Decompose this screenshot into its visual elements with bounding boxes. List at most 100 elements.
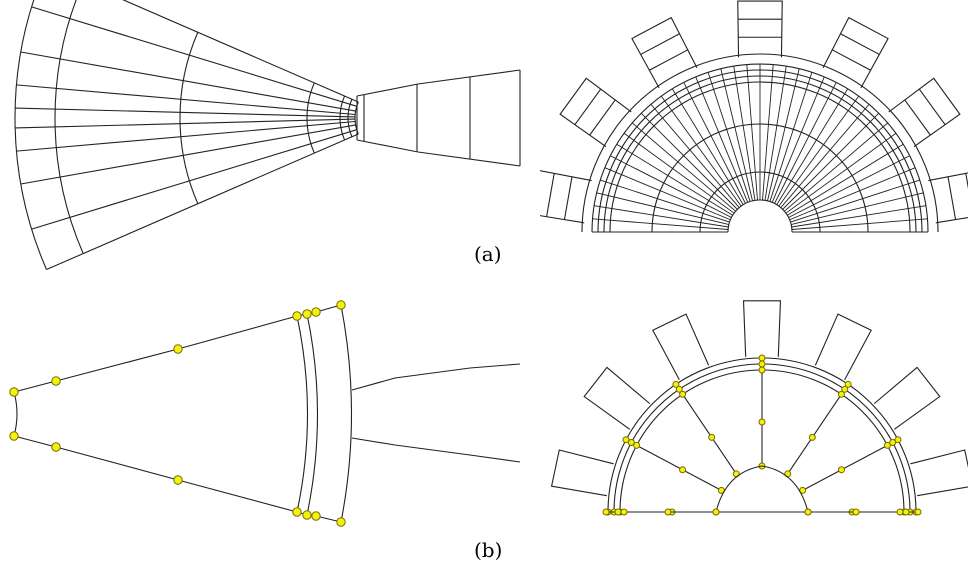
- blade-outline: [928, 172, 968, 224]
- block-vertex-node: [664, 508, 672, 516]
- blade-outline: [559, 77, 632, 148]
- ring-grid-arc: [581, 53, 939, 233]
- blade-outline: [822, 16, 889, 89]
- spoke-grid-line: [774, 82, 837, 204]
- blade-outline: [550, 449, 614, 497]
- blade-grid-line: [947, 176, 957, 221]
- spoke-grid-line: [695, 76, 749, 203]
- block-vertex-node: [896, 508, 904, 516]
- block-vertex-node: [914, 508, 922, 516]
- block-vertex-node: [758, 360, 766, 368]
- radial-grid-line: [20, 124, 356, 185]
- spoke-grid-line: [789, 167, 916, 221]
- block-vertex-node: [9, 387, 19, 397]
- blade-outline: [814, 313, 872, 380]
- block-vertex-node: [675, 385, 683, 393]
- blade-outline: [873, 366, 941, 430]
- spoke-grid-line: [600, 179, 730, 223]
- spoke-grid-line: [746, 64, 758, 201]
- circumferential-grid-arc: [54, 0, 84, 254]
- radial-grid-line: [16, 84, 356, 116]
- block-vertex-node: [51, 442, 61, 452]
- spoke-grid-line: [780, 103, 870, 208]
- panel-b-left-blocks: [9, 300, 521, 527]
- circumferential-grid-arc: [306, 82, 315, 154]
- blade-outline: [742, 300, 782, 357]
- spoke-grid-line: [771, 76, 825, 203]
- block-vertex-node: [841, 385, 849, 393]
- spoke-grid-line: [791, 205, 927, 228]
- radial-grid-line: [16, 120, 356, 152]
- spoke-grid-line: [640, 112, 738, 210]
- sector-arc-3: [340, 304, 353, 523]
- spoke-grid-line: [769, 72, 813, 202]
- spoke-grid-line: [785, 132, 897, 214]
- spoke-grid-line: [592, 218, 729, 230]
- spoke-grid-line: [791, 218, 928, 230]
- panel-a-left-mesh: [14, 0, 521, 271]
- spoke-grid-line: [782, 112, 880, 210]
- radial-grid-line: [20, 51, 356, 112]
- block-vertex-node: [302, 510, 312, 520]
- radial-grid-line: [15, 118, 356, 129]
- blade-outline: [910, 449, 968, 497]
- block-vertex-node: [758, 354, 766, 362]
- blade-grid-line: [545, 172, 555, 218]
- outlet-upper-wall: [356, 69, 521, 97]
- block-vertex-node: [627, 439, 635, 447]
- spoke-grid-line: [788, 155, 910, 218]
- block-vertex-node: [804, 508, 812, 516]
- block-vertex-node: [894, 436, 902, 444]
- sector-arc-1: [296, 315, 309, 513]
- radial-grid-line: [31, 6, 357, 107]
- block-vertex-node: [808, 433, 816, 441]
- block-vertex-node: [844, 380, 852, 388]
- ring-grid-arc: [727, 199, 793, 233]
- spoke-block-line: [675, 384, 737, 475]
- spoke-grid-line: [683, 82, 746, 204]
- spoke-grid-line: [787, 143, 904, 216]
- blade-outline: [888, 77, 961, 148]
- spoke-grid-line: [650, 103, 740, 208]
- radial-grid-line: [46, 133, 359, 271]
- blade-outline: [631, 16, 698, 89]
- block-vertex-node: [311, 307, 321, 317]
- spoke-grid-line: [604, 167, 731, 221]
- block-vertex-node: [837, 390, 845, 398]
- spoke-grid-line: [791, 192, 924, 225]
- spoke-grid-line: [778, 95, 860, 207]
- spoke-grid-line: [593, 205, 729, 228]
- spoke-grid-line: [660, 95, 742, 207]
- block-vertex-node: [758, 366, 766, 374]
- block-vertex-node: [602, 508, 610, 516]
- block-vertex-node: [712, 508, 720, 516]
- panel-b-right-blocks: [550, 300, 968, 516]
- caption-a: (a): [474, 242, 502, 266]
- block-vertex-node: [679, 466, 687, 474]
- spoke-block-line: [625, 439, 722, 491]
- circumferential-grid-arc: [14, 0, 48, 270]
- blade-grid-line: [640, 33, 681, 56]
- spoke-block-line: [802, 439, 899, 491]
- blade-grid-line: [574, 88, 602, 126]
- sector-arc-2: [306, 313, 319, 516]
- blade-grid-line: [831, 49, 872, 71]
- blade-outline: [583, 366, 651, 430]
- block-vertex-node: [889, 439, 897, 447]
- blade-outline: [540, 170, 592, 224]
- spoke-grid-line: [631, 122, 736, 212]
- hub-connector: [715, 465, 809, 513]
- block-vertex-node: [758, 418, 766, 426]
- spoke-block-line: [787, 384, 849, 475]
- blade-grid-line: [589, 99, 616, 136]
- blade-grid-line: [965, 172, 968, 190]
- spoke-grid-line: [767, 68, 800, 201]
- caption-b: (b): [474, 538, 503, 562]
- block-vertex-node: [883, 441, 891, 449]
- block-vertex-node: [679, 390, 687, 398]
- blade-grid-line: [563, 176, 573, 221]
- block-vertex-node: [292, 311, 302, 321]
- radial-grid-line: [31, 129, 357, 230]
- spoke-grid-line: [610, 155, 732, 218]
